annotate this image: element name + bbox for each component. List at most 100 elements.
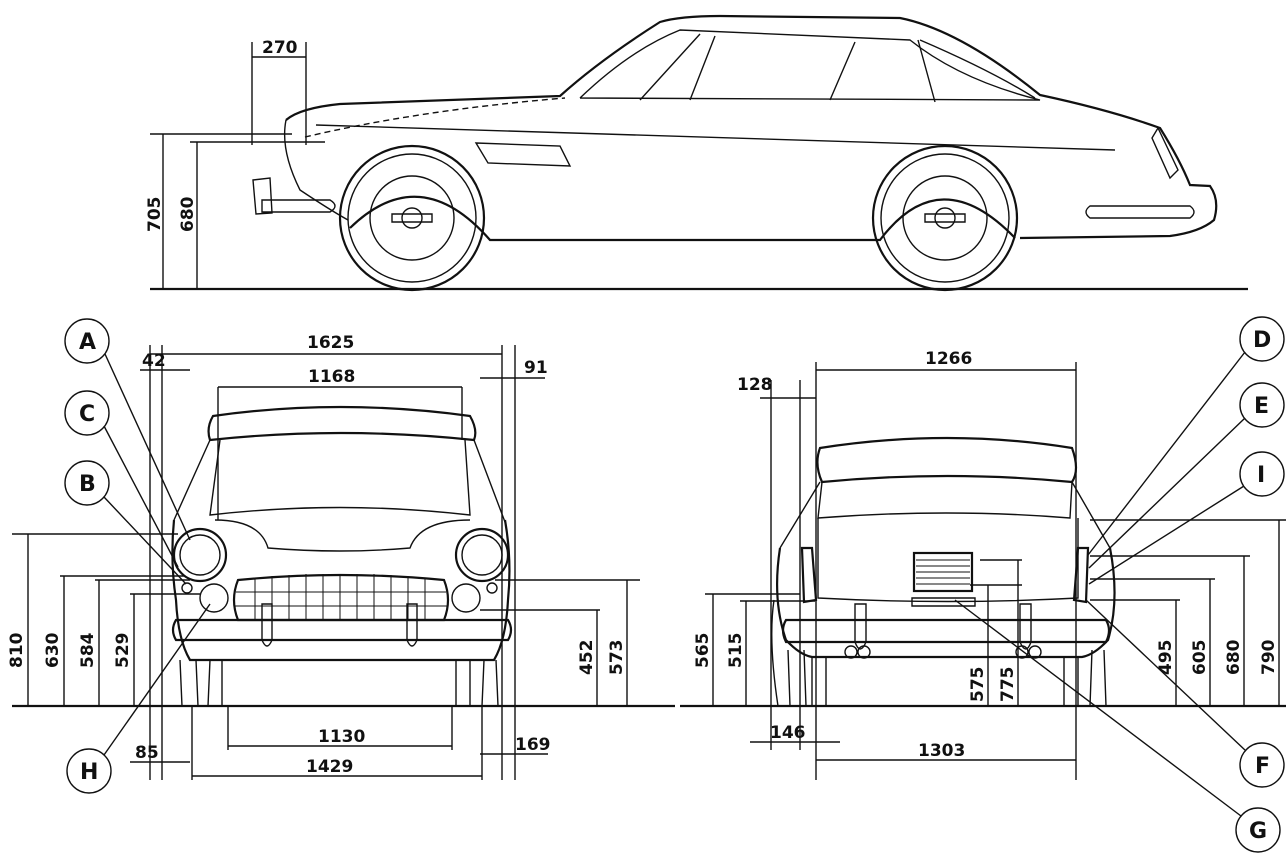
front-fog-right [451, 583, 481, 613]
dim-85: 85 [135, 743, 159, 763]
callout-D: D [1087, 316, 1285, 556]
svg-text:C: C [79, 402, 95, 427]
svg-text:A: A [79, 330, 96, 355]
side-rear-bumper [1085, 205, 1195, 219]
front-hood-line [214, 519, 471, 552]
side-pillars [639, 33, 936, 103]
dim-128: 128 [737, 375, 773, 395]
dim-452: 452 [577, 640, 597, 676]
rear-roof [816, 436, 1078, 484]
dim-575: 575 [968, 667, 988, 703]
front-grille-mesh [234, 574, 448, 620]
rear-exhaust-right-2 [1028, 645, 1042, 659]
dim-91: 91 [524, 358, 548, 378]
rear-tires [787, 649, 1107, 707]
side-dim-lines [150, 42, 325, 289]
dim-1303: 1303 [918, 741, 965, 761]
dim-810: 810 [7, 632, 27, 668]
dim-42: 42 [142, 351, 166, 371]
rear-plate-hatching [916, 559, 970, 585]
front-headlight-left [172, 527, 228, 583]
rear-fender-edge [771, 599, 779, 707]
rear-bumper [781, 618, 1111, 644]
svg-text:E: E [1254, 394, 1269, 419]
rear-c-pillars [779, 481, 1111, 549]
front-bumper-overriders [261, 603, 418, 647]
dim-1625: 1625 [307, 333, 354, 353]
dim-270: 270 [262, 38, 298, 58]
side-front-bumper [252, 177, 336, 215]
dim-680: 680 [178, 196, 198, 232]
front-roof [207, 405, 477, 442]
rear-taillight-left [800, 546, 818, 604]
dim-1266: 1266 [925, 349, 972, 369]
rear-trunk-lid [817, 518, 1079, 603]
dim-146: 146 [770, 723, 806, 743]
callout-G: G [954, 599, 1281, 853]
front-view: 1625 1168 42 91 810 630 584 529 452 573 … [7, 318, 675, 794]
side-front-nose [283, 119, 349, 221]
dim-495: 495 [1156, 640, 1176, 676]
side-body-outline [285, 14, 1218, 240]
svg-text:B: B [79, 472, 96, 497]
callout-B: B [64, 460, 187, 585]
side-tail-light [1151, 126, 1179, 180]
rear-window [817, 481, 1073, 519]
svg-text:I: I [1257, 463, 1265, 488]
callout-C: C [64, 390, 179, 568]
dim-515: 515 [726, 633, 746, 669]
rear-plate-light [911, 597, 976, 607]
dim-565: 565 [693, 633, 713, 669]
callout-A: A [64, 318, 191, 541]
front-dim-lines [12, 345, 640, 780]
rear-exhaust-left-2 [857, 645, 871, 659]
front-grille [232, 573, 450, 622]
dim-584: 584 [78, 632, 98, 668]
svg-text:G: G [1249, 819, 1267, 844]
rear-view: 1266 128 565 515 575 775 495 605 680 790… [680, 316, 1286, 853]
front-indicator-right [486, 582, 498, 594]
side-rear-window [919, 39, 1036, 99]
side-hood-dashed [304, 97, 566, 138]
dim-1429: 1429 [306, 757, 353, 777]
dim-790: 790 [1259, 639, 1279, 675]
dim-1130: 1130 [318, 727, 365, 747]
front-tires [179, 659, 499, 707]
dim-529: 529 [113, 633, 133, 669]
dim-775: 775 [998, 667, 1018, 703]
side-vent [474, 142, 572, 167]
rear-number-plate [912, 551, 974, 593]
callout-E: E [1088, 382, 1285, 569]
dim-630: 630 [43, 632, 63, 668]
dim-605: 605 [1190, 640, 1210, 676]
front-indicator-left [181, 582, 193, 594]
callout-F: F [1085, 599, 1285, 788]
front-body [171, 519, 511, 662]
dim-680-rear: 680 [1224, 639, 1244, 675]
front-fog-left [199, 583, 229, 613]
callout-H: H [66, 603, 211, 794]
svg-text:F: F [1255, 754, 1270, 779]
side-view: 270 705 680 [145, 14, 1248, 292]
side-sill-arches [349, 195, 1016, 242]
svg-text:H: H [80, 760, 98, 785]
side-greenhouse [579, 29, 1041, 101]
rear-exhaust-left-1 [844, 645, 858, 659]
front-windshield [209, 439, 471, 516]
rear-exhaust-right-1 [1015, 645, 1029, 659]
side-beltline [315, 124, 1116, 151]
rear-dim-lines [705, 362, 1286, 780]
side-rear-wheel [871, 144, 1019, 292]
svg-text:D: D [1253, 328, 1271, 353]
dim-573: 573 [607, 640, 627, 676]
rear-body [776, 547, 1116, 659]
dim-1168: 1168 [308, 367, 355, 387]
dim-705: 705 [145, 197, 165, 233]
side-front-wheel [338, 144, 486, 292]
dim-169: 169 [515, 735, 551, 755]
front-bumper [171, 618, 513, 642]
callout-I: I [1088, 451, 1285, 585]
front-headlight-right [454, 527, 510, 583]
